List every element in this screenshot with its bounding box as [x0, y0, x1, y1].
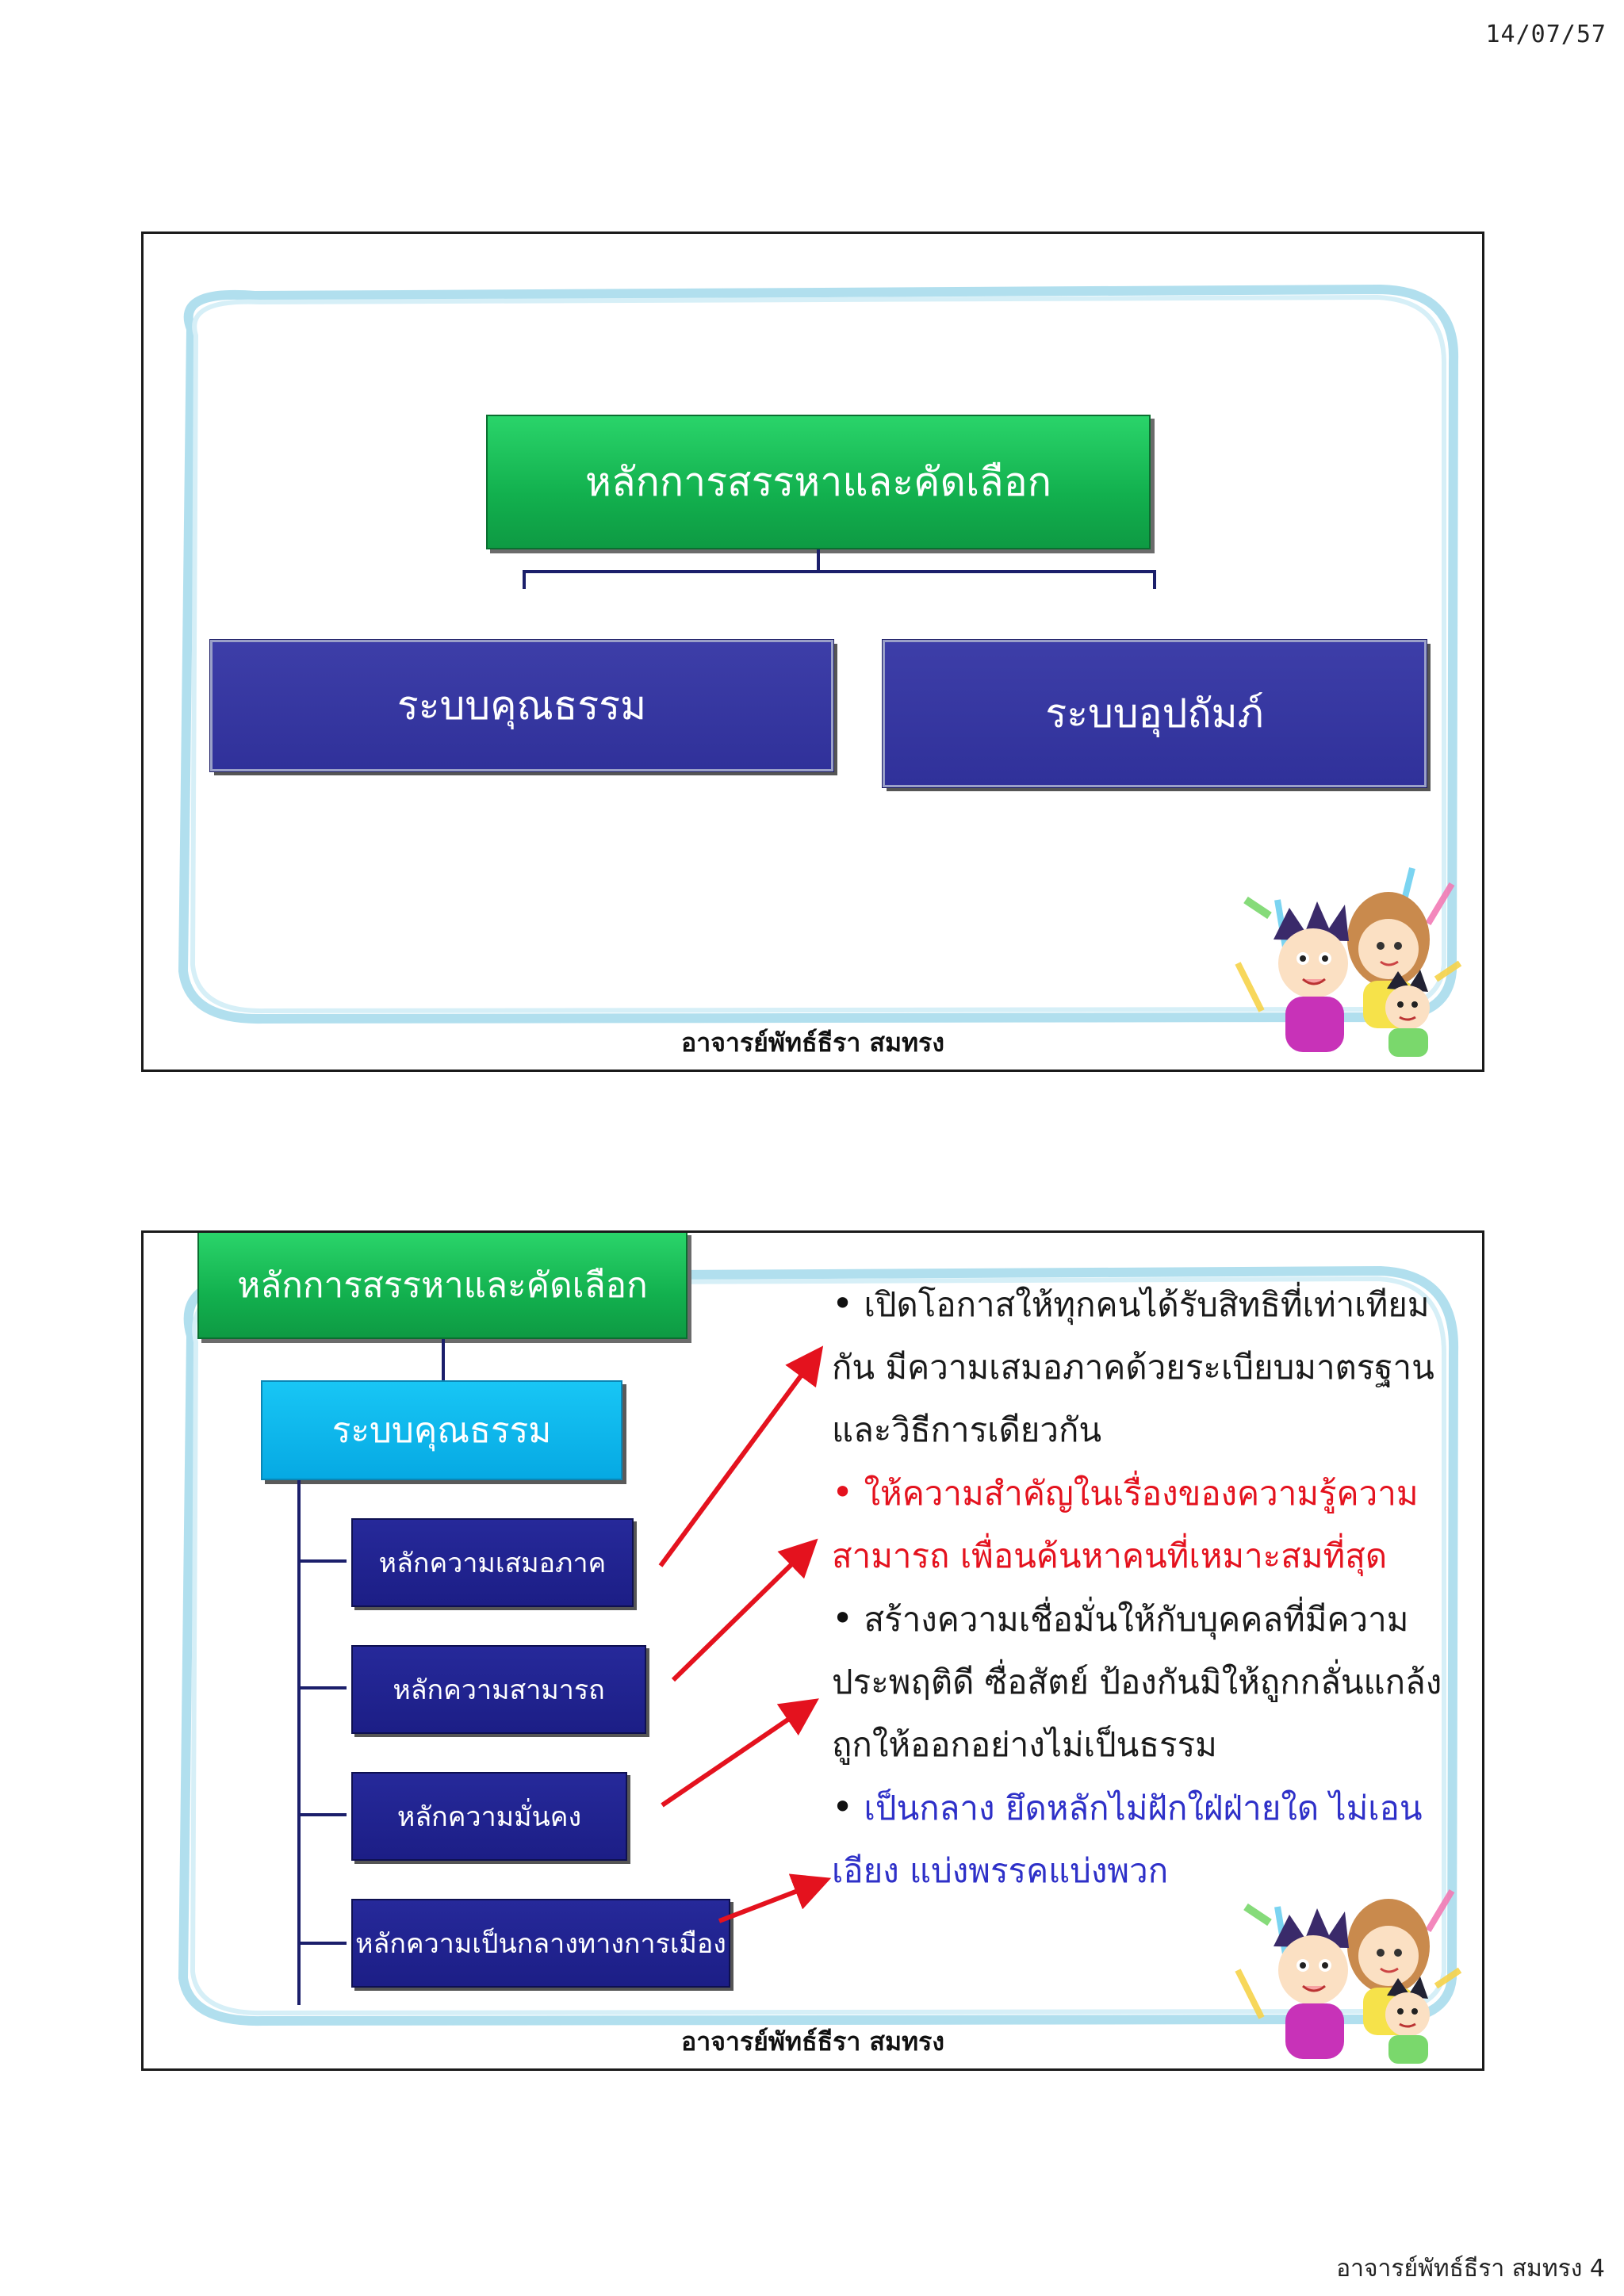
- connector-vertical: [817, 549, 820, 572]
- merit-system-label: ระบบคุณธรรม: [396, 682, 647, 729]
- decorative-frame: [178, 284, 1459, 1024]
- merit-system-label: ระบบคุณธรรม: [331, 1410, 552, 1451]
- arrow-4: [718, 1873, 832, 1923]
- connector-left-drop: [523, 570, 526, 589]
- principle-label: หลักความเป็นกลางทางการเมือง: [355, 1928, 726, 1960]
- print-date: 14/07/57: [1485, 21, 1607, 48]
- slide-2: หลักการสรรหาและคัดเลือก ระบบคุณธรรม หลัก…: [141, 1230, 1484, 2071]
- slide-1-footer: อาจารย์พัทธ์ธีรา สมทรง: [681, 1027, 944, 1058]
- patronage-system-box: ระบบอุปถัมภ์: [882, 639, 1427, 788]
- recruitment-principles-label: หลักการสรรหาและคัดเลือก: [584, 458, 1051, 505]
- connector-right-drop: [1153, 570, 1156, 589]
- merit-system-box: ระบบคุณธรรม: [261, 1380, 622, 1480]
- branch-1: [297, 1559, 347, 1563]
- arrow-2: [671, 1538, 818, 1682]
- bullet-item: • เป็นกลาง ยึดหลักไม่ฝักใฝ่ฝ่ายใด ไม่เอน…: [832, 1785, 1423, 1890]
- slide-2-footer: อาจารย์พัทธ์ธีรา สมทรง: [681, 2026, 944, 2057]
- arrow-1: [658, 1345, 824, 1567]
- bullet-list: • เปิดโอกาสให้ทุกคนได้รับสิทธิที่เท่าเที…: [832, 1272, 1458, 1902]
- patronage-system-label: ระบบอุปถัมภ์: [1045, 690, 1264, 737]
- slide-1: หลักการสรรหาและคัดเลือก ระบบคุณธรรม ระบบ…: [141, 232, 1484, 1072]
- arrow-3: [661, 1698, 819, 1808]
- branch-3: [297, 1813, 347, 1816]
- bullet-item: • ให้ความสำคัญในเรื่องของความรู้ความสามา…: [832, 1471, 1419, 1575]
- principle-label: หลักความมั่นคง: [396, 1801, 582, 1833]
- bullet-item: • สร้างความเชื่อมั่นให้กับบุคคลที่มีความ…: [832, 1597, 1442, 1764]
- merit-system-box: ระบบคุณธรรม: [209, 639, 834, 772]
- recruitment-principles-label: หลักการสรรหาและคัดเลือก: [237, 1265, 648, 1306]
- page-footer: อาจารย์พัทธ์ธีรา สมทรง 4: [1336, 2255, 1605, 2283]
- principle-label: หลักความเสมอภาค: [378, 1548, 607, 1579]
- principle-label: หลักความสามารถ: [393, 1674, 605, 1706]
- branch-2: [297, 1686, 347, 1689]
- recruitment-principles-box: หลักการสรรหาและคัดเลือก: [486, 415, 1151, 549]
- connector-horizontal: [523, 570, 1156, 573]
- cartoon-kids-illustration: [1235, 1888, 1462, 2064]
- cartoon-kids-illustration: [1235, 867, 1462, 1057]
- arrows-layer: [658, 1345, 832, 1923]
- principle-security-box: หลักความมั่นคง: [351, 1772, 627, 1861]
- tree-spine: [297, 1480, 301, 2005]
- connector-title-to-merit: [442, 1339, 445, 1380]
- bullet-item: • เปิดโอกาสให้ทุกคนได้รับสิทธิที่เท่าเที…: [832, 1282, 1434, 1449]
- recruitment-principles-box: หลักการสรรหาและคัดเลือก: [197, 1233, 688, 1339]
- principle-competence-box: หลักความสามารถ: [351, 1645, 646, 1734]
- principle-political-neutrality-box: หลักความเป็นกลางทางการเมือง: [351, 1899, 730, 1988]
- principle-equality-box: หลักความเสมอภาค: [351, 1518, 634, 1607]
- branch-4: [297, 1942, 347, 1945]
